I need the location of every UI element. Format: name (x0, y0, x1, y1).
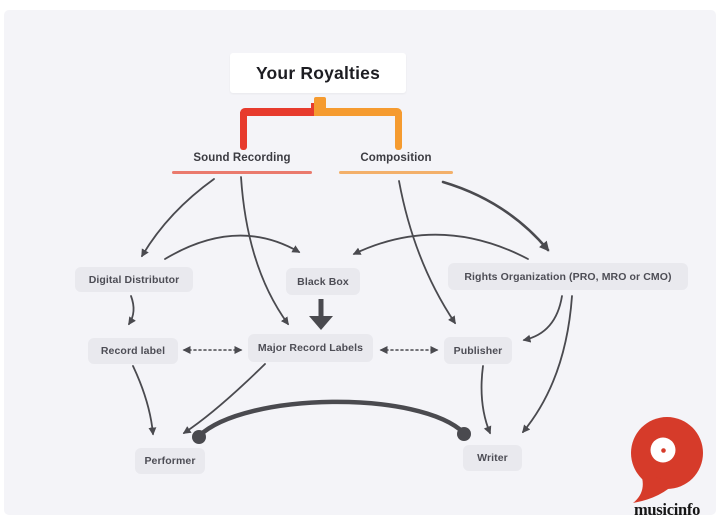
bracket-bar-sound-recording (240, 108, 314, 116)
page-title: Your Royalties (230, 53, 406, 93)
bracket-bar-composition (314, 108, 402, 116)
node-black-box: Black Box (286, 268, 360, 295)
bracket-leg-composition (395, 112, 402, 150)
node-rights-organization: Rights Organization (PRO, MRO or CMO) (448, 263, 688, 290)
node-record-label: Record label (88, 338, 178, 364)
bracket-leg-sound-recording (240, 112, 247, 150)
node-digital-distributor: Digital Distributor (75, 267, 193, 292)
node-performer: Performer (135, 448, 205, 474)
branch-label-composition: Composition (360, 152, 432, 164)
node-publisher: Publisher (444, 337, 512, 364)
branch-label-sound-recording: Sound Recording (193, 152, 291, 164)
logo-wordmark: musicinfo (633, 500, 701, 519)
sound-recording-underline (172, 171, 312, 174)
bracket-notch (311, 103, 316, 110)
bracket-tab (314, 97, 326, 110)
composition-underline (339, 171, 453, 174)
node-writer: Writer (463, 445, 522, 471)
node-major-record-labels: Major Record Labels (248, 334, 373, 362)
